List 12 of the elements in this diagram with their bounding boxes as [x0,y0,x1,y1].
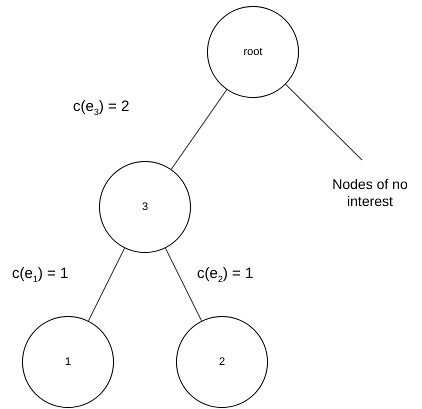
node-text: Nodes of no interest [318,160,422,212]
tree-edge [285,84,362,160]
edge-label: c(e$_{3}$) = 2 [73,98,130,117]
tree-edge [164,248,202,322]
tree-edge [88,248,126,322]
tree-edge [170,89,228,170]
tree-node-circle: root [207,6,299,98]
tree-node-circle: 1 [22,316,114,408]
tree-node-circle: 3 [99,161,191,253]
tree-node-circle: 2 [176,316,268,408]
edge-label: c(e$_{1}$) = 1 [12,265,68,284]
edge-label: c(e$_{2}$) = 1 [197,265,254,284]
